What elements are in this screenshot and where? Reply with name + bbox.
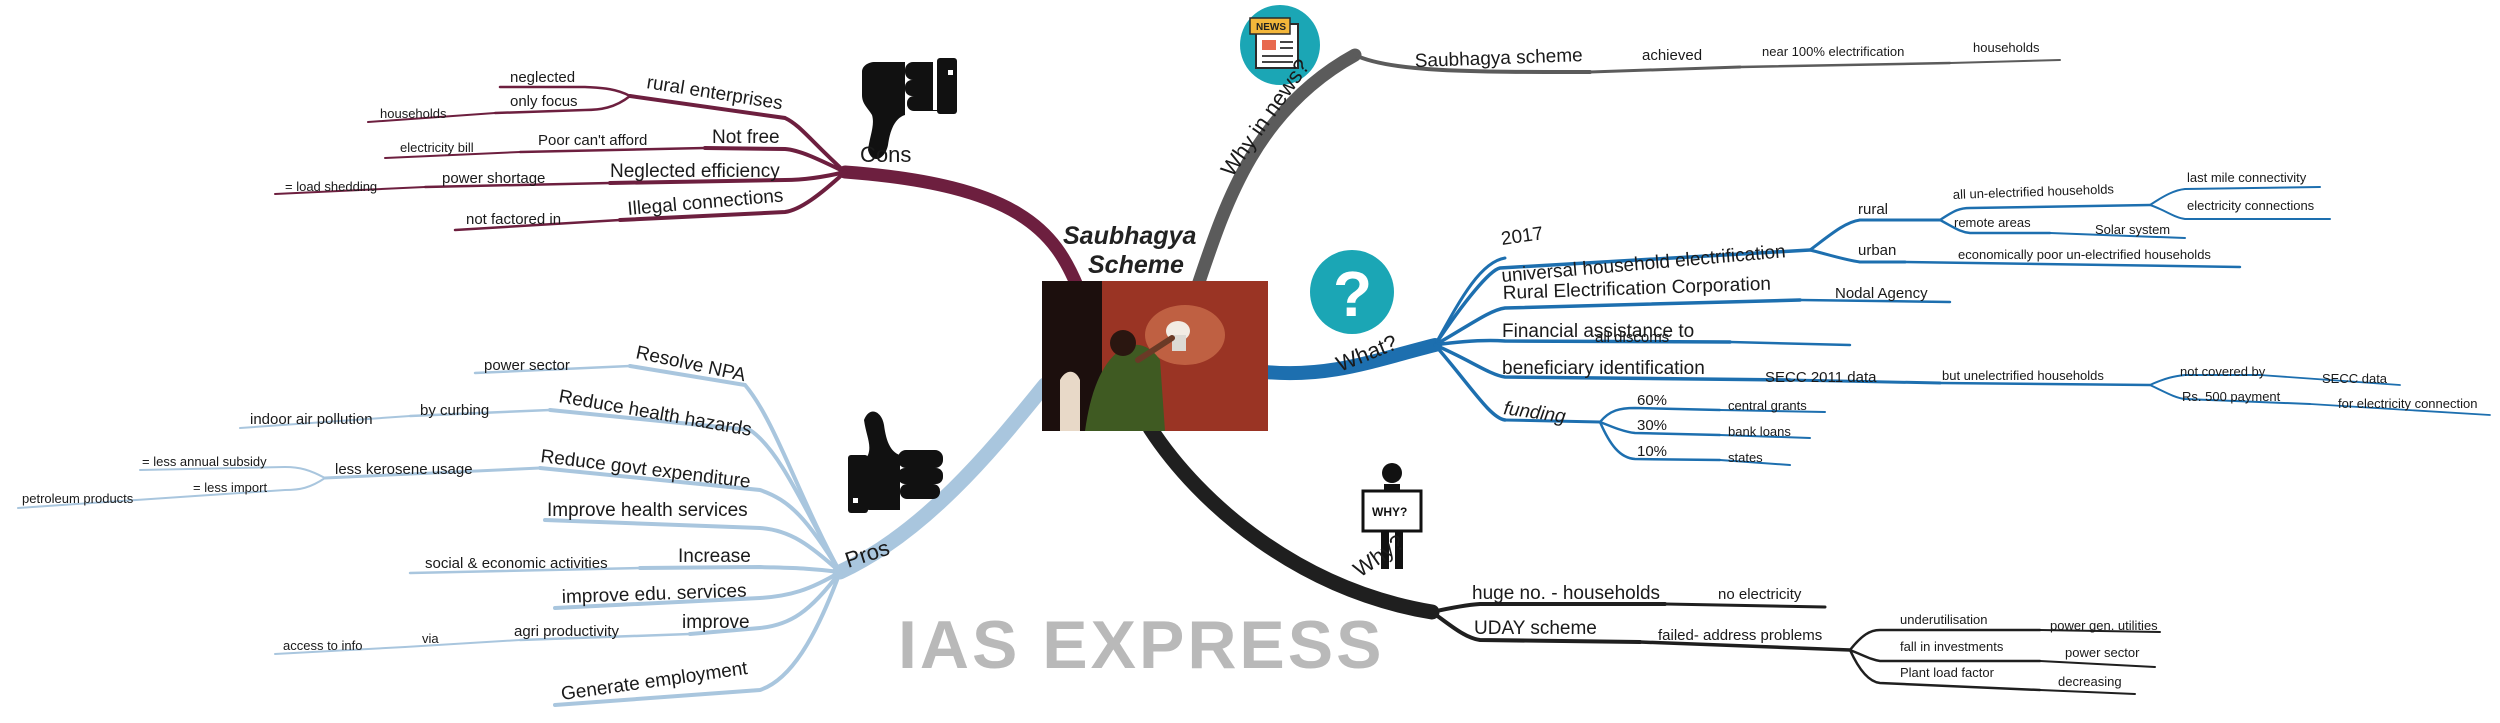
what-fin-assist: Financial assistance to [1502,321,1694,342]
what-30: 30% [1637,417,1667,434]
why-huge-no: huge no. - households [1472,583,1660,604]
what-last-mile: last mile connectivity [2187,170,2307,185]
branch-cons [838,165,1085,295]
what-remote-areas: remote areas [1954,215,2031,230]
pros-improve-health: Improve health services [547,500,748,521]
cons-electricity-bill: electricity bill [400,140,474,155]
pros-subbranches [17,364,842,707]
branch-why [1142,420,1440,620]
news-near-100: near 100% electrification [1762,44,1904,59]
why-failed: failed- address problems [1658,627,1822,644]
why-no-electricity: no electricity [1718,586,1802,603]
news-households: households [1973,40,2040,55]
cons-only-focus: only focus [510,93,578,110]
what-10: 10% [1637,443,1667,460]
why-plant-load: Plant load factor [1900,665,1995,680]
watermark: IAS EXPRESS [898,607,1385,683]
svg-text:?: ? [1333,258,1372,330]
what-economically-poor: economically poor un-electrified househo… [1958,247,2211,262]
central-photo [1042,281,1268,431]
why-power-gen: power gen. utilities [2050,618,2158,633]
branch-label-pros: Pros [842,535,893,573]
pros-access-info: access to info [283,638,363,653]
pros-less-subsidy: = less annual subsidy [142,454,267,469]
cons-households: households [380,106,447,121]
what-states: states [1728,450,1763,465]
what-bank-loans: bank loans [1728,424,1791,439]
central-title-line2: Scheme [1088,251,1184,279]
thumbs-up-icon [848,411,943,513]
what-subbranches [1433,186,2491,466]
branch-what [1258,338,1442,381]
what-nodal-agency: Nodal Agency [1835,285,1928,302]
pros-power-sector: power sector [484,357,570,374]
what-for-connection: for electricity connection [2338,396,2477,411]
what-rural: rural [1858,201,1888,218]
news-scheme: Saubhagya scheme [1414,45,1583,72]
cons-neglected-efficiency: Neglected efficiency [610,161,780,182]
what-all-discoms: all discoms [1595,329,1669,346]
cons-not-free: Not free [712,127,780,148]
pros-agri: agri productivity [514,623,620,640]
pros-improve-edu: improve edu. services [561,581,746,608]
pros-via: via [422,631,439,646]
question-mark-icon: ? [1310,250,1394,334]
thumbs-down-icon [862,58,957,160]
branch-why-in-news [1191,48,1362,292]
news-icon-label: NEWS [1256,22,1286,33]
newspaper-icon: NEWS [1240,5,1320,85]
pros-reduce-govt: Reduce govt expenditure [539,446,751,493]
pros-improve: improve [682,612,750,633]
what-60: 60% [1637,392,1667,409]
why-sign-label: WHY? [1372,505,1407,519]
why-power-sector: power sector [2065,645,2140,660]
what-but-unelectrified: but unelectrified households [1942,368,2104,383]
branch-label-why: Why? [1349,529,1409,582]
why-uday: UDAY scheme [1474,618,1597,639]
cons-neglected: neglected [510,69,575,86]
what-all-unelectrified: all un-electrified households [1953,181,2115,202]
why-underutilisation: underutilisation [1900,612,1987,627]
pros-resolve-npa: Resolve NPA [634,342,748,386]
person-holding-sign-icon: WHY? [1361,463,1423,569]
pros-social-economic: social & economic activities [425,555,608,572]
what-electricity-connections: electricity connections [2187,198,2315,213]
branch-pros [832,377,1053,580]
what-rs500: Rs. 500 payment [2182,389,2281,404]
pros-less-import: = less import [193,480,267,495]
what-central-grants: central grants [1728,398,1807,413]
central-title-line1: Saubhagya [1063,222,1196,250]
news-achieved: achieved [1642,47,1702,64]
why-fall-investments: fall in investments [1900,639,2004,654]
what-solar: Solar system [2095,222,2170,237]
what-funding: funding [1502,398,1567,428]
what-secc-data: SECC data [2322,371,2388,386]
why-subbranches [1430,602,2161,695]
what-secc-2011: SECC 2011 data [1765,369,1877,386]
pros-less-kerosene: less kerosene usage [335,461,473,478]
cons-not-factored: not factored in [466,211,561,228]
news-subbranches [1353,53,2061,74]
cons-load-shedding: = load shedding [285,179,377,194]
pros-petroleum: petroleum products [22,491,134,506]
what-beneficiary: beneficiary identification [1502,358,1705,379]
pros-indoor-air: indoor air pollution [250,411,373,428]
pros-by-curbing: by curbing [420,402,489,419]
what-not-covered: not covered by [2180,364,2266,379]
what-urban: urban [1858,242,1896,259]
why-decreasing: decreasing [2058,674,2122,689]
branch-label-cons: Cons [860,142,911,167]
cons-power-shortage: power shortage [442,170,545,187]
what-2017: 2017 [1500,223,1545,250]
pros-increase: Increase [678,546,751,567]
cons-subbranches [274,85,847,232]
cons-cant-afford: Poor can't afford [538,132,647,149]
